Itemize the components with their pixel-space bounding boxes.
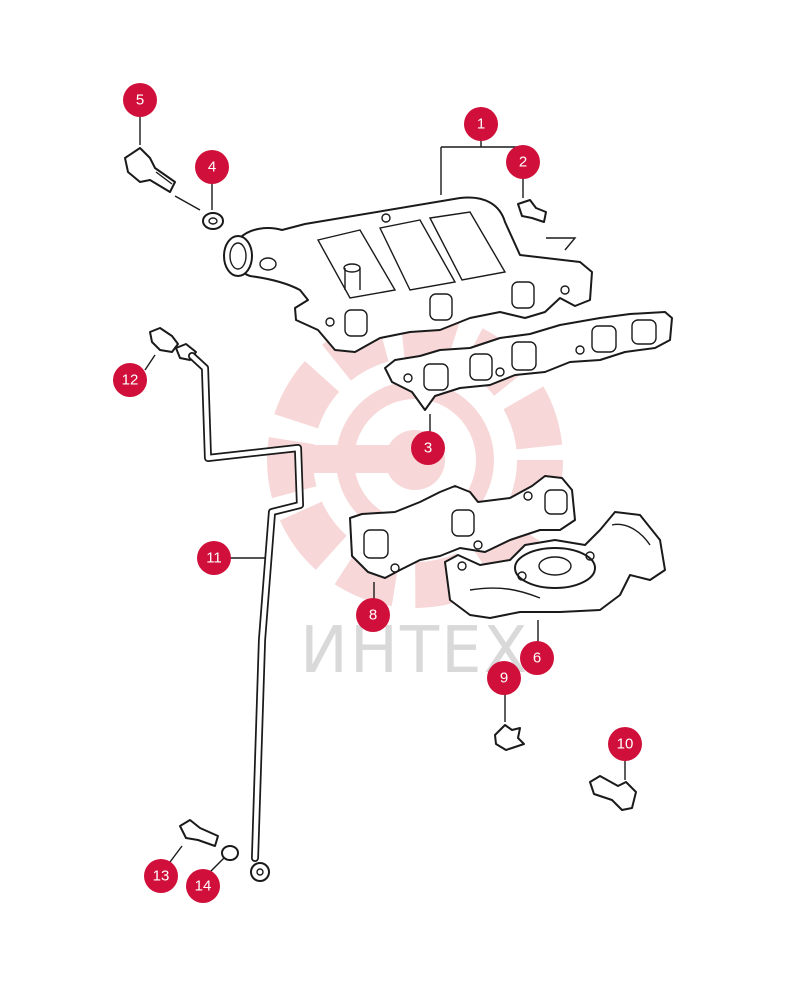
callout-12[interactable]: 12 [113,363,147,397]
svg-text:10: 10 [617,736,634,753]
bolt-10 [589,775,637,811]
callout-1[interactable]: 1 [464,107,498,141]
svg-text:6: 6 [533,650,541,667]
callouts: 1 2 3 4 5 6 8 9 10 11 12 13 14 [113,83,642,903]
svg-text:13: 13 [153,868,170,885]
exhaust-gasket [349,475,576,579]
intake-manifold [223,196,593,353]
callout-5[interactable]: 5 [123,83,157,117]
callout-9[interactable]: 9 [487,661,521,695]
washer-4 [202,212,224,230]
callout-4[interactable]: 4 [195,150,229,184]
svg-text:14: 14 [195,878,212,895]
bracket-9 [494,724,525,751]
bolt-2 [517,199,547,223]
svg-text:4: 4 [208,159,216,176]
svg-text:12: 12 [122,372,139,389]
svg-text:8: 8 [369,607,377,624]
intake-gasket [384,311,673,411]
svg-text:9: 9 [500,670,508,687]
svg-text:1: 1 [477,116,485,133]
callout-2[interactable]: 2 [506,145,540,179]
callout-13[interactable]: 13 [144,859,178,893]
exhaust-manifold [444,511,666,619]
leader-lines [139,113,626,873]
svg-text:2: 2 [519,154,527,171]
callout-6[interactable]: 6 [520,641,554,675]
callout-14[interactable]: 14 [186,869,220,903]
pipe-11 [188,352,304,882]
callout-8[interactable]: 8 [356,598,390,632]
callout-3[interactable]: 3 [411,431,445,465]
svg-text:3: 3 [424,440,432,457]
washer-14 [221,845,239,861]
fitting-12 [149,327,197,361]
svg-text:11: 11 [206,550,222,567]
callout-10[interactable]: 10 [608,727,642,761]
svg-text:5: 5 [136,92,144,109]
bolt-13 [179,819,219,847]
callout-11[interactable]: 11 [197,541,231,575]
bolt-5 [124,147,176,193]
